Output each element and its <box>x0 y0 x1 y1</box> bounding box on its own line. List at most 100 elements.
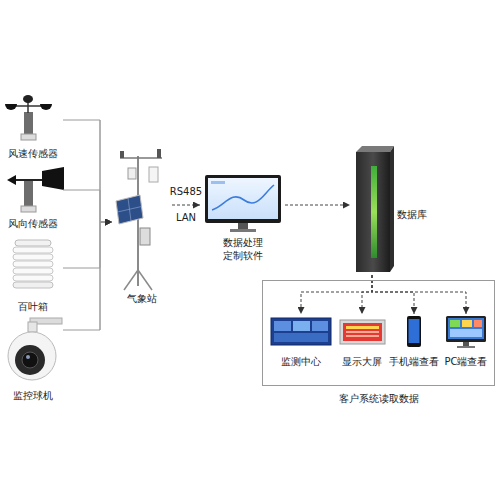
cup <box>5 104 17 110</box>
mini-louver <box>149 167 158 182</box>
connector <box>285 205 350 206</box>
pc-bezel <box>446 316 486 342</box>
camera-neck <box>28 322 37 332</box>
node-label: 监控球机 <box>13 389 53 402</box>
screen-tile <box>462 320 472 327</box>
node-label: 监测中心 <box>281 355 321 368</box>
louver-box-icon <box>13 240 53 288</box>
connector <box>63 222 112 268</box>
client-node: 显示大屏 <box>336 314 388 368</box>
node-label: PC端查看 <box>444 355 487 368</box>
group-frame <box>262 280 495 386</box>
sensor-body <box>24 181 33 208</box>
cup <box>23 95 33 103</box>
node-label: 手机端查看 <box>389 355 439 368</box>
louver-plate <box>13 275 53 281</box>
mini-sensor <box>157 149 161 158</box>
dome-camera-icon <box>8 318 62 380</box>
sensor-node: 风向传感器 <box>3 165 63 230</box>
phone-body <box>407 316 421 347</box>
led-row <box>346 326 379 329</box>
display-panel <box>312 321 328 331</box>
cup <box>40 104 52 110</box>
led-face <box>343 323 382 341</box>
camera-front <box>15 345 45 375</box>
chart-curve <box>212 185 274 210</box>
led-row <box>346 335 379 337</box>
rain-gauge <box>128 168 136 179</box>
monitor-base <box>230 229 256 232</box>
vane-tail <box>42 167 64 190</box>
monitor-bezel <box>205 175 281 223</box>
vane-pointer <box>7 175 16 185</box>
sensor-base <box>21 134 36 140</box>
louver-plate <box>13 247 53 253</box>
solar-panel <box>116 195 143 224</box>
louver-plate <box>13 254 53 260</box>
led-frame <box>340 320 385 344</box>
screen-tile <box>450 320 460 327</box>
connector <box>63 190 112 222</box>
client-node: PC端查看 <box>440 314 492 368</box>
station-pole <box>137 156 139 286</box>
pc-screen <box>448 318 484 339</box>
louver-plate <box>13 268 53 274</box>
monitor-screen <box>208 178 278 219</box>
display-panel <box>274 333 328 342</box>
database-server-icon <box>356 146 394 272</box>
display-panel <box>274 321 291 331</box>
database-node: 数据库 <box>350 148 430 275</box>
sensor-body <box>24 112 33 136</box>
server-body <box>356 152 390 272</box>
camera-housing <box>8 332 56 380</box>
connector <box>63 120 112 222</box>
louver-plate <box>13 282 53 288</box>
pc-stand <box>463 342 469 346</box>
node-label: 风速传感器 <box>8 147 58 160</box>
software-monitor-icon <box>205 175 281 232</box>
cross-arm <box>120 157 162 159</box>
mini-sensor <box>120 151 124 158</box>
sensor-node: 监控球机 <box>3 318 63 402</box>
connector <box>172 205 200 206</box>
client-group: 客户系统读取数据 监测中心 显示大屏手机端查看 PC端查看 <box>262 280 495 405</box>
station-node: 气象站 <box>112 150 172 305</box>
node-label: 数据库 <box>397 208 427 221</box>
node-label: 风向传感器 <box>8 217 58 230</box>
phone-screen <box>409 319 420 343</box>
screen-tile <box>450 329 482 337</box>
wall-display <box>271 318 331 345</box>
sensor-base <box>21 206 36 212</box>
monitor-stand <box>238 223 248 229</box>
node-label: 客户系统读取数据 <box>339 392 419 405</box>
monitoring-center-icon <box>271 318 331 345</box>
client-node: 监测中心 <box>268 314 334 368</box>
camera-lens <box>22 352 38 368</box>
pc-icon <box>446 316 486 348</box>
led-row <box>346 331 379 333</box>
tripod-leg <box>138 270 152 290</box>
server-top <box>356 146 394 152</box>
server-light-strip <box>371 166 377 258</box>
edge-label: RS485 LAN <box>167 179 205 231</box>
weather-station-icon <box>116 149 162 290</box>
phone-icon <box>407 316 421 347</box>
control-box <box>140 228 150 245</box>
wind-vane-icon <box>7 167 64 212</box>
display-panel <box>293 321 310 331</box>
node-label: 数据处理 定制软件 <box>218 236 268 262</box>
server-side <box>390 146 394 272</box>
node-label: 显示大屏 <box>342 355 382 368</box>
node-label: 气象站 <box>127 292 157 305</box>
client-node: 手机端查看 <box>388 314 440 368</box>
anemometer-icon <box>5 95 52 140</box>
tripod-leg <box>124 270 138 290</box>
connector <box>63 222 112 330</box>
sensor-node: 百叶箱 <box>3 237 63 313</box>
louver-cap <box>15 240 51 246</box>
led-screen-icon <box>340 320 385 344</box>
pc-base <box>457 346 475 348</box>
louver-plate <box>13 261 53 267</box>
panel-grid <box>118 207 142 213</box>
